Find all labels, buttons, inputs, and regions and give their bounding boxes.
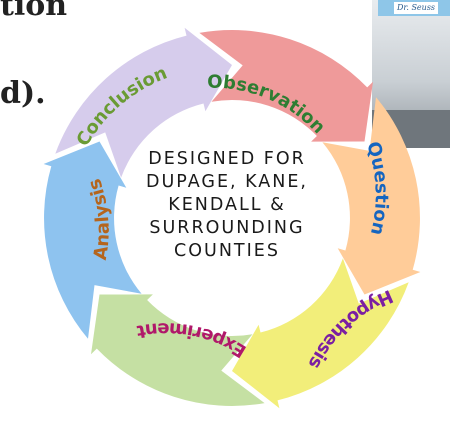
cycle-arrow-conclusion (55, 27, 232, 178)
background-text-line-2: d). (0, 76, 46, 111)
center-text: DESIGNED FOR DUPAGE, KANE, KENDALL & SUR… (96, 148, 358, 263)
cycle-arrow-observation (199, 30, 373, 142)
center-text-line: SURROUNDING (149, 218, 305, 238)
background-text-line-1: tion (0, 0, 68, 23)
center-text-line: KENDALL & (168, 195, 286, 215)
photo-sign-text: Dr. Seuss (394, 2, 439, 14)
cycle-arrow-experiment (91, 294, 265, 406)
cycle-segments (43, 27, 421, 409)
center-text-line: DUPAGE, KANE, (146, 172, 308, 192)
center-text-line: DESIGNED FOR (148, 149, 306, 169)
cycle-arrow-question (322, 97, 421, 295)
center-text-line: COUNTIES (174, 241, 280, 261)
cycle-arrow-hypothesis (232, 258, 409, 409)
cycle-arrow-analysis (43, 141, 142, 339)
